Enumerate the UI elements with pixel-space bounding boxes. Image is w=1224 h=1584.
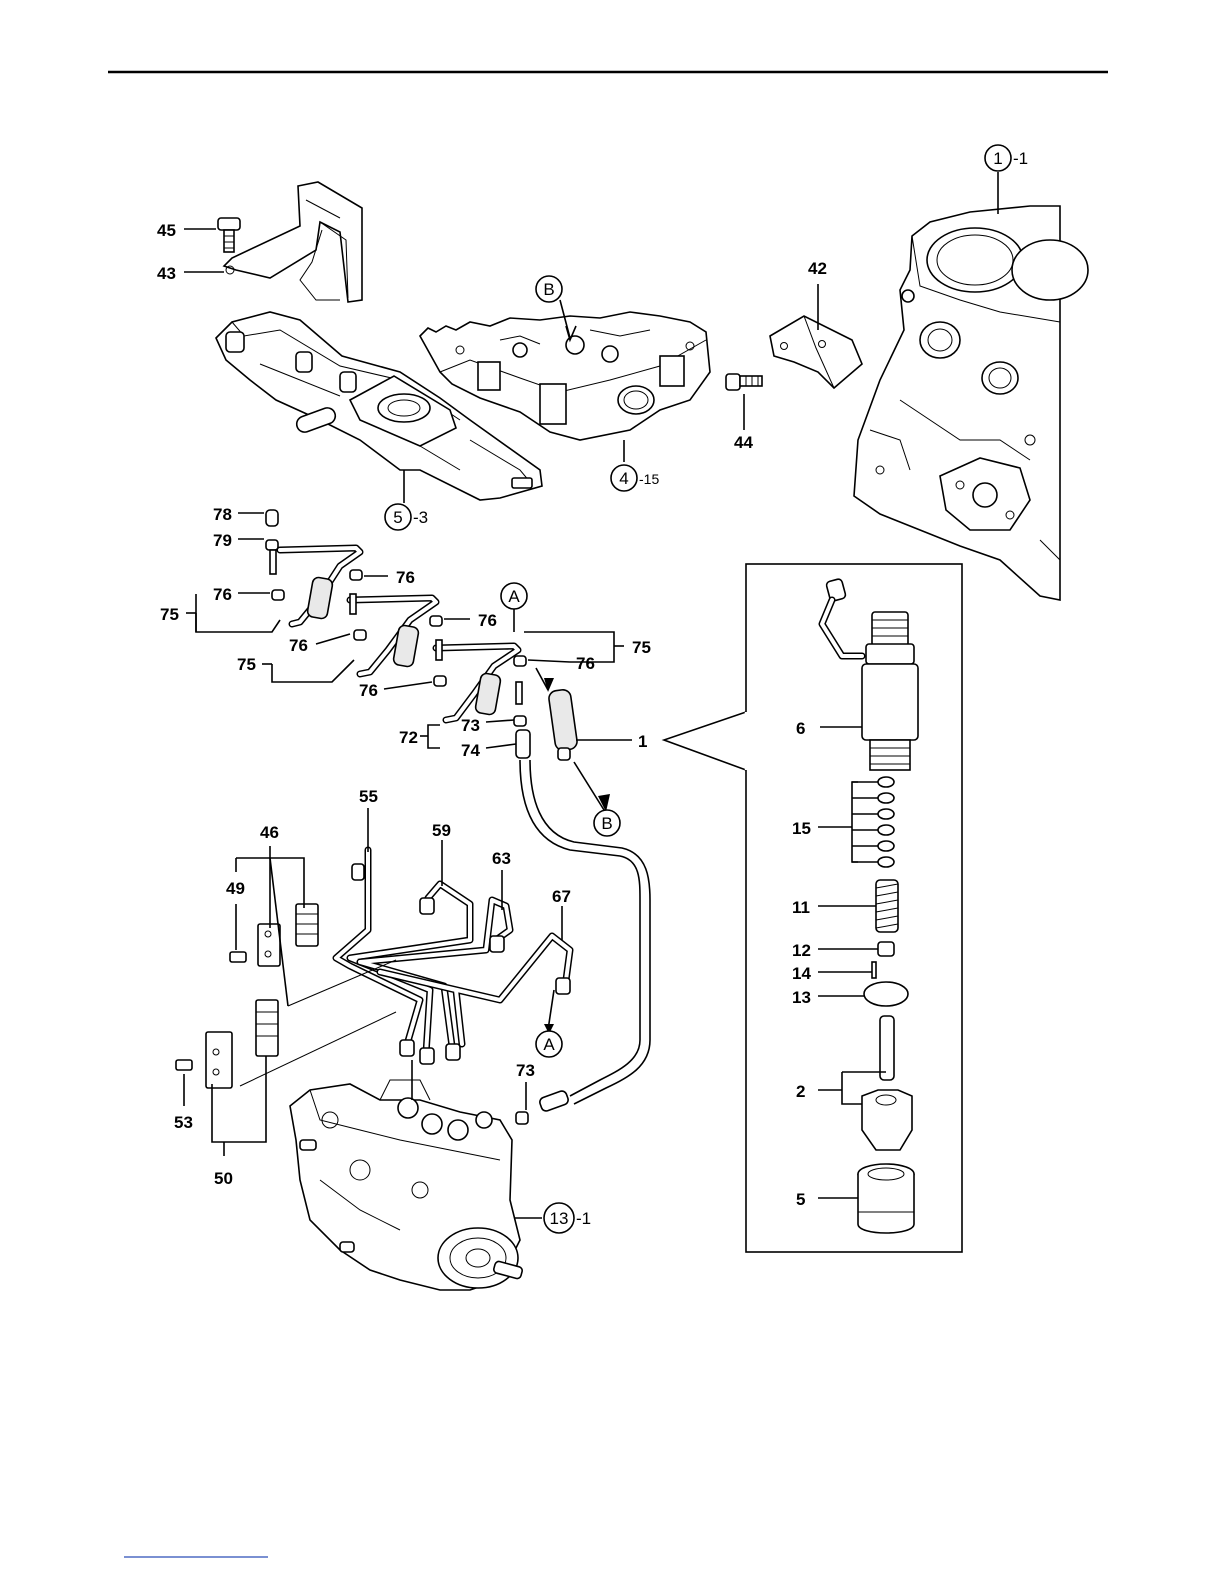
callout-78: 78 [213,505,232,524]
callout-76-c: 76 [478,611,497,630]
spring-11 [876,880,898,932]
ref-1-suffix: -1 [1013,149,1028,168]
callout-72: 72 [399,728,418,747]
nozzle-nut-5 [858,1164,914,1233]
marker-a-top: A [501,583,527,609]
callout-75-c: 75 [237,655,256,674]
ref-4-15: 4 -15 [611,465,659,491]
injection-pump-13 [290,1080,528,1290]
callout-76-d: 76 [289,636,308,655]
callout-75-b: 75 [632,638,651,657]
marker-b-top: B [536,276,562,302]
callout-55: 55 [359,787,378,806]
pin-14 [872,962,876,978]
marker-a-bottom: A [536,1031,562,1057]
bolt-45 [218,218,240,252]
callout-75-a: 75 [160,605,179,624]
callout-42: 42 [808,259,827,278]
ref-1-number: 1 [993,149,1002,168]
callout-73-b: 73 [516,1061,535,1080]
ref-4-suffix: -15 [639,471,659,487]
marker-b-bottom-letter: B [601,814,612,833]
callout-79: 79 [213,531,232,550]
ref-4-number: 4 [619,469,628,488]
distance-piece-13 [864,982,908,1006]
callout-76-b: 76 [213,585,232,604]
callout-59: 59 [432,821,451,840]
callout-15: 15 [792,819,811,838]
callout-63: 63 [492,849,511,868]
nozzle-detail-box [664,564,962,1252]
ref-13-1: 13 -1 [544,1203,591,1233]
callout-45: 45 [157,221,176,240]
bracket-42 [770,316,862,388]
marker-b-top-letter: B [543,280,554,299]
callout-46: 46 [260,823,279,842]
callout-49: 49 [226,879,245,898]
callout-76-a: 76 [396,568,415,587]
spring-seat-12 [878,942,894,956]
callout-2: 2 [796,1082,805,1101]
high-pressure-pipes [336,850,570,1064]
ref-1-1: 1 -1 [985,145,1028,171]
ref-13-suffix: -1 [576,1209,591,1228]
callout-76-f: 76 [359,681,378,700]
callout-12: 12 [792,941,811,960]
callout-67: 67 [552,887,571,906]
ref-5-suffix: -3 [413,508,428,527]
marker-b-bottom: B [594,810,620,836]
callout-44: 44 [734,433,753,452]
shims-15 [878,777,894,867]
callout-43: 43 [157,264,176,283]
callout-76-e: 76 [576,654,595,673]
callout-5: 5 [796,1190,805,1209]
cylinder-block-1 [854,206,1088,600]
callout-53: 53 [174,1113,193,1132]
callout-50: 50 [214,1169,233,1188]
callout-14: 14 [792,964,811,983]
marker-a-bottom-letter: A [543,1035,555,1054]
bracket-43 [224,182,362,302]
nozzle-2 [862,1016,912,1150]
ref-5-number: 5 [393,508,402,527]
callout-13: 13 [792,988,811,1007]
return-hose-74 [516,730,650,1112]
ref-13-number: 13 [550,1209,569,1228]
callout-6: 6 [796,719,805,738]
callout-73-a: 73 [461,716,480,735]
callout-74: 74 [461,741,480,760]
ref-5-3: 5 -3 [385,504,428,530]
bolt-44 [726,374,762,390]
marker-a-top-letter: A [508,587,520,606]
callout-1: 1 [638,732,647,751]
callout-11: 11 [792,898,810,917]
